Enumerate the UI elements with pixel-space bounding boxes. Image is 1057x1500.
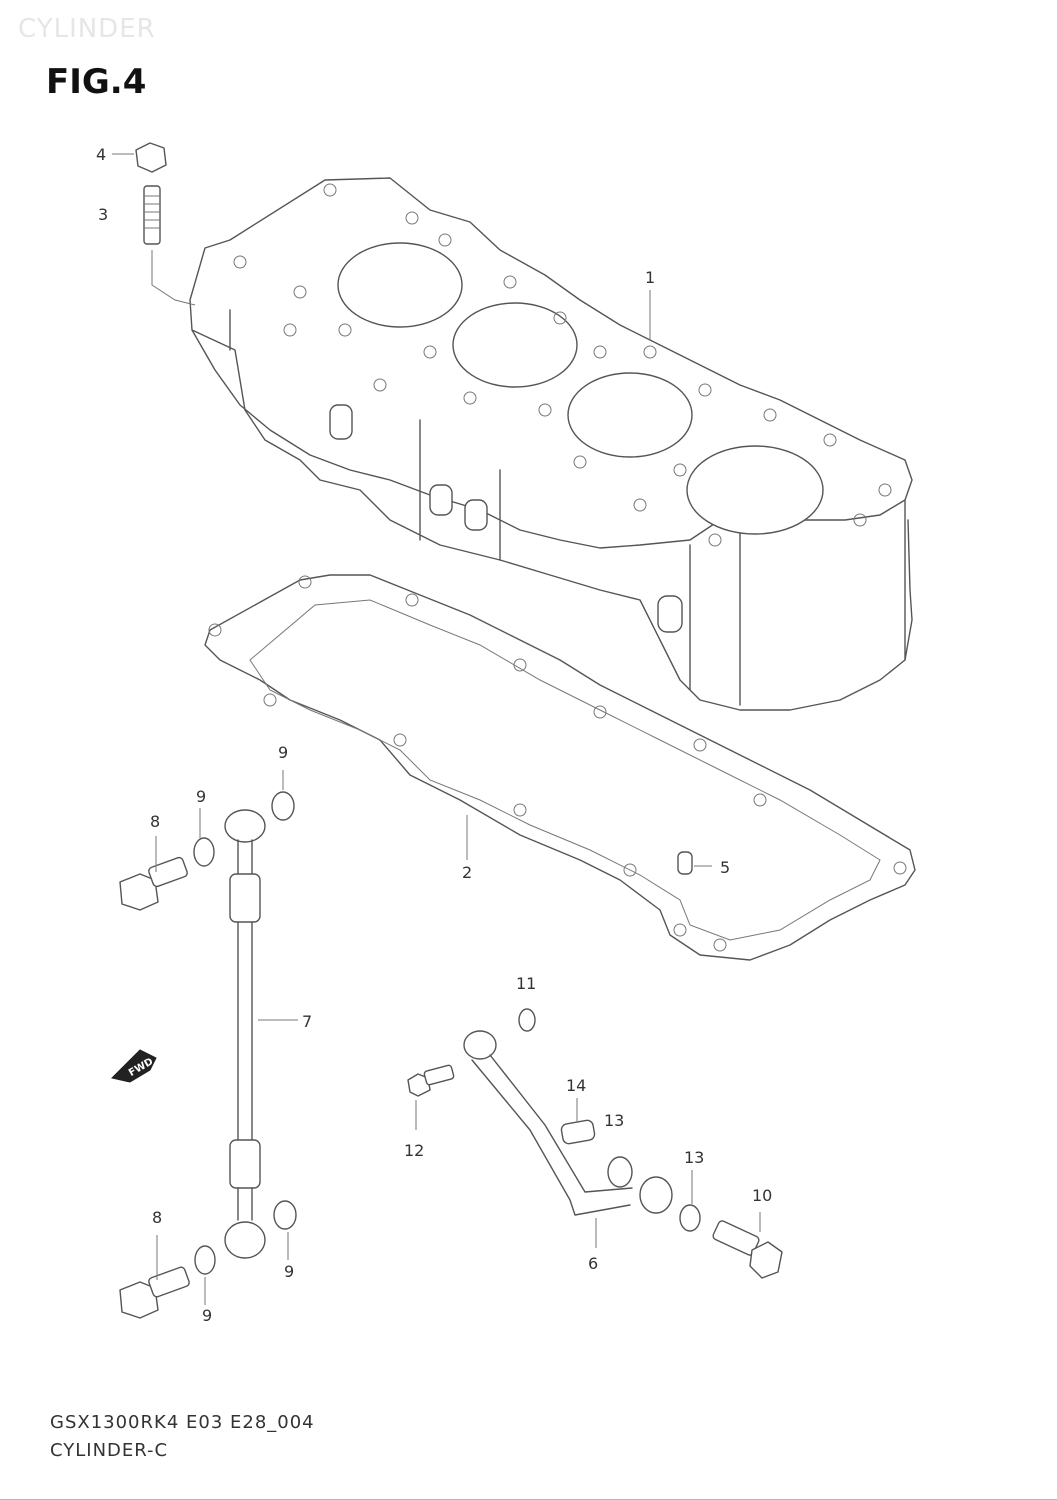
oil-pipe-vertical [224,809,298,1259]
callout-6: 6 [588,1254,599,1273]
washer-13 [679,1204,701,1232]
callout-9-a: 9 [278,743,289,762]
washer-11 [518,1008,536,1032]
callout-14: 14 [566,1076,587,1095]
callout-13-b: 13 [684,1148,705,1167]
callout-2: 2 [462,863,473,882]
callout-8-top: 8 [150,812,161,831]
union-bolt-top [119,856,188,911]
footer-model-code: GSX1300RK4 E03 E28_004 [50,1412,315,1433]
cap-nut [135,142,167,173]
callout-4: 4 [96,145,107,164]
bolt-12 [407,1064,455,1097]
callout-9-c: 9 [284,1262,295,1281]
stud-bolt [143,185,161,245]
washers [193,791,297,1275]
callout-13-a: 13 [604,1111,625,1130]
callout-7: 7 [302,1012,313,1031]
callout-9-d: 9 [202,1306,213,1325]
callout-3: 3 [98,205,109,224]
figure-title: FIG.4 [46,62,147,102]
cylinder-block [189,177,913,711]
bolt-10 [712,1220,783,1279]
callout-11: 11 [516,974,537,993]
watermark-text: CYLINDER [18,14,156,44]
callout-12: 12 [404,1141,425,1160]
oil-pipe-bent [463,1030,673,1216]
cylinder-base-gasket [204,574,916,961]
callout-1: 1 [645,268,656,287]
callout-8-bottom: 8 [152,1208,163,1227]
union-bolt-bottom [119,1266,190,1319]
callout-9-b: 9 [196,787,207,806]
fwd-arrow-icon: FWD [111,1049,157,1083]
footer-section-name: CYLINDER-C [50,1440,169,1461]
callout-10: 10 [752,1186,773,1205]
callout-5: 5 [720,858,731,877]
